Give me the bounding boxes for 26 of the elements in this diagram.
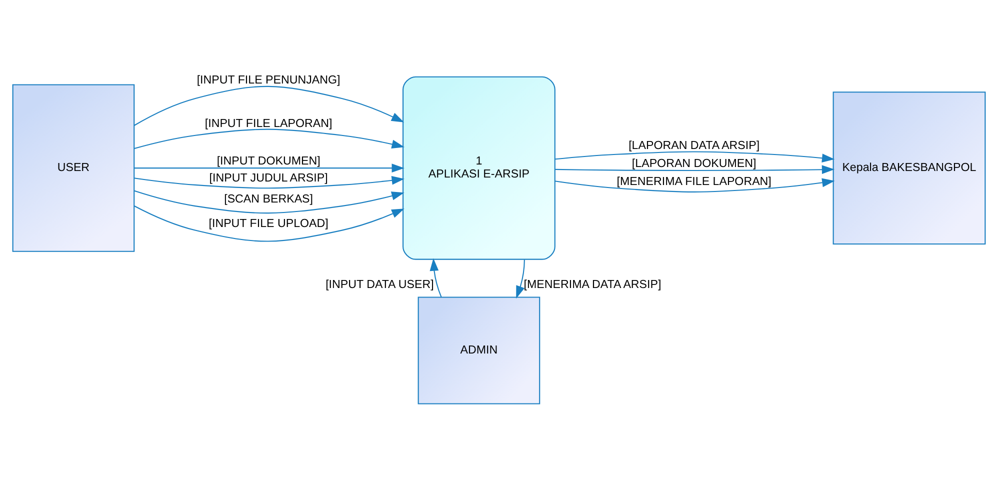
arrow [134, 190, 404, 214]
arrow [134, 85, 404, 126]
arrow [430, 258, 442, 297]
edge-label: [INPUT FILE UPLOAD] [208, 216, 328, 230]
arrow [134, 128, 404, 149]
edge-label: [LAPORAN DATA ARSIP] [628, 138, 760, 152]
edge-label: [LAPORAN DOKUMEN] [632, 156, 756, 170]
edge-label: [INPUT DOKUMEN] [216, 154, 320, 168]
arrow [134, 205, 404, 242]
edge-label: [SCAN BERKAS] [224, 192, 314, 206]
node-box: ADMIN [418, 296, 540, 404]
edge-label: [MENERIMA FILE LAPORAN] [616, 174, 772, 188]
arrow [555, 150, 835, 162]
edge-label: [INPUT JUDUL ARSIP] [209, 171, 328, 184]
edge-label: [INPUT DATA USER] [326, 278, 434, 291]
edge-label: [MENERIMA DATA ARSIP] [524, 278, 662, 291]
arrow [554, 178, 835, 192]
arrow [555, 164, 835, 174]
node-box: USER [12, 84, 135, 252]
node-box: Kepala BAKESBANGPOL [832, 91, 986, 244]
edge-label: [INPUT FILE PENUNJANG] [196, 73, 340, 86]
arrow [134, 163, 404, 172]
node-box: 1 APLIKASI E-ARSIP [402, 76, 556, 260]
arrow [134, 175, 404, 188]
arrow [516, 259, 525, 298]
edge-label: [INPUT FILE LAPORAN] [204, 116, 332, 130]
